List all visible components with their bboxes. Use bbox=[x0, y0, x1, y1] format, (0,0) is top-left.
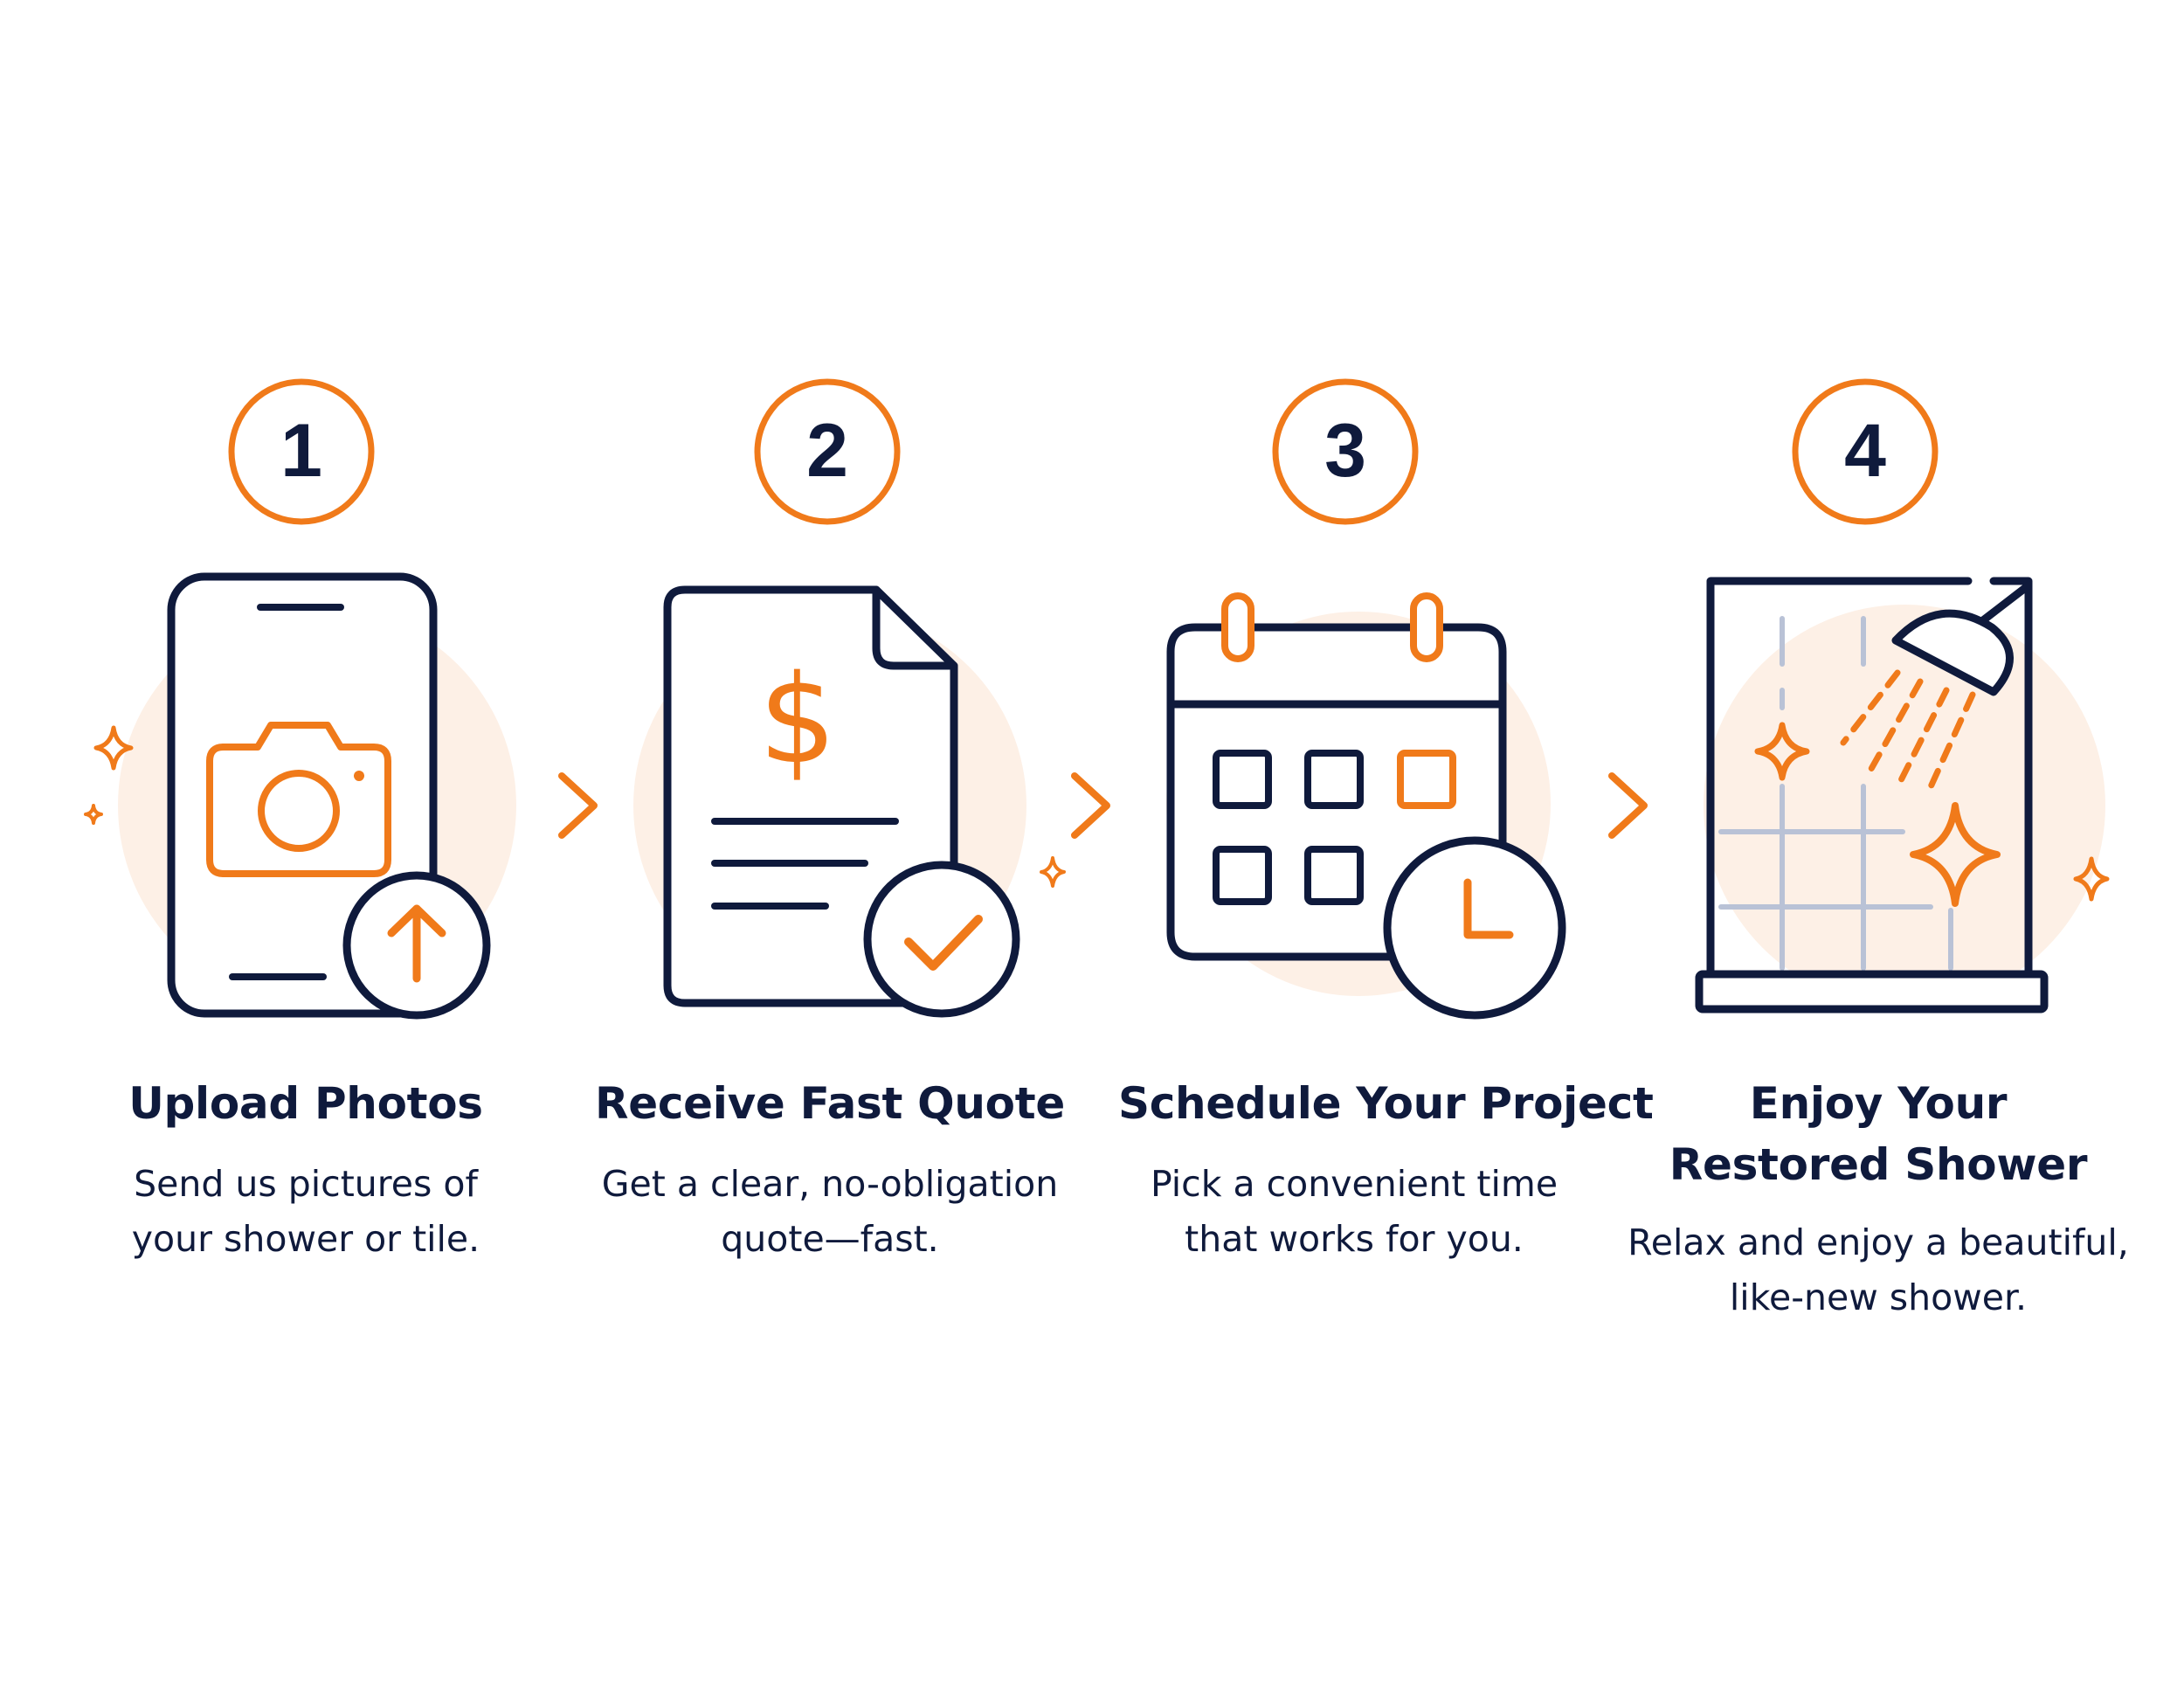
step-desc-2-line-2: quote—fast. bbox=[721, 1218, 939, 1260]
sparkle-icon bbox=[1754, 722, 1810, 781]
upload-icon bbox=[342, 871, 491, 1020]
shower-head-icon bbox=[1891, 581, 2033, 696]
blush-circle-4 bbox=[1704, 605, 2105, 1007]
sparkle-icon bbox=[84, 804, 103, 825]
chevron-right-icon bbox=[1608, 772, 1648, 839]
sparkle-icon bbox=[1040, 856, 1066, 888]
step-desc-3-line-1: Pick a convenient time bbox=[1150, 1163, 1559, 1205]
water-spray bbox=[1840, 669, 1976, 794]
step-desc-3-line-2: that works for you. bbox=[1185, 1218, 1524, 1260]
step-desc-4-line-1: Relax and enjoy a beautiful, bbox=[1628, 1221, 2129, 1263]
dollar-icon: $ bbox=[758, 649, 836, 792]
step-title-1: Upload Photos bbox=[128, 1078, 483, 1129]
step-title-4-line-1: Enjoy Your bbox=[1749, 1078, 2008, 1129]
step-title-3: Schedule Your Project bbox=[1118, 1078, 1654, 1129]
step-number-4: 4 bbox=[1844, 409, 1886, 493]
sparkle-icon bbox=[93, 725, 134, 771]
camera-icon bbox=[206, 722, 391, 877]
step-number-2: 2 bbox=[806, 409, 848, 493]
phone-camera-upload-icon bbox=[167, 572, 491, 1020]
quote-document-check-icon: $ bbox=[663, 585, 1020, 1018]
chevron-right-icon bbox=[558, 772, 598, 839]
step-badge-1: 1 bbox=[228, 378, 375, 525]
step-title-4-line-2: Restored Shower bbox=[1669, 1139, 2088, 1190]
tile-grid bbox=[1718, 616, 1953, 971]
sparkle-icon bbox=[1910, 802, 2001, 907]
calendar-clock-icon bbox=[1166, 592, 1566, 1020]
sparkling-shower-icon bbox=[1695, 577, 2049, 1013]
step-badge-3: 3 bbox=[1272, 378, 1419, 525]
step-desc-1-line-1: Send us pictures of bbox=[134, 1163, 478, 1205]
step-desc-1-line-2: your shower or tile. bbox=[131, 1218, 480, 1260]
step-number-1: 1 bbox=[280, 409, 322, 493]
step-number-3: 3 bbox=[1324, 409, 1366, 493]
step-title-2: Receive Fast Quote bbox=[595, 1078, 1065, 1129]
chevron-right-icon bbox=[1071, 772, 1110, 839]
clock-icon bbox=[1383, 836, 1566, 1020]
check-icon bbox=[863, 861, 1020, 1018]
step-desc-2-line-1: Get a clear, no-obligation bbox=[601, 1163, 1059, 1205]
step-badge-4: 4 bbox=[1792, 378, 1939, 525]
step-badge-2: 2 bbox=[754, 378, 901, 525]
step-desc-4-line-2: like-new shower. bbox=[1729, 1276, 2028, 1318]
sparkle-icon bbox=[2073, 856, 2110, 902]
